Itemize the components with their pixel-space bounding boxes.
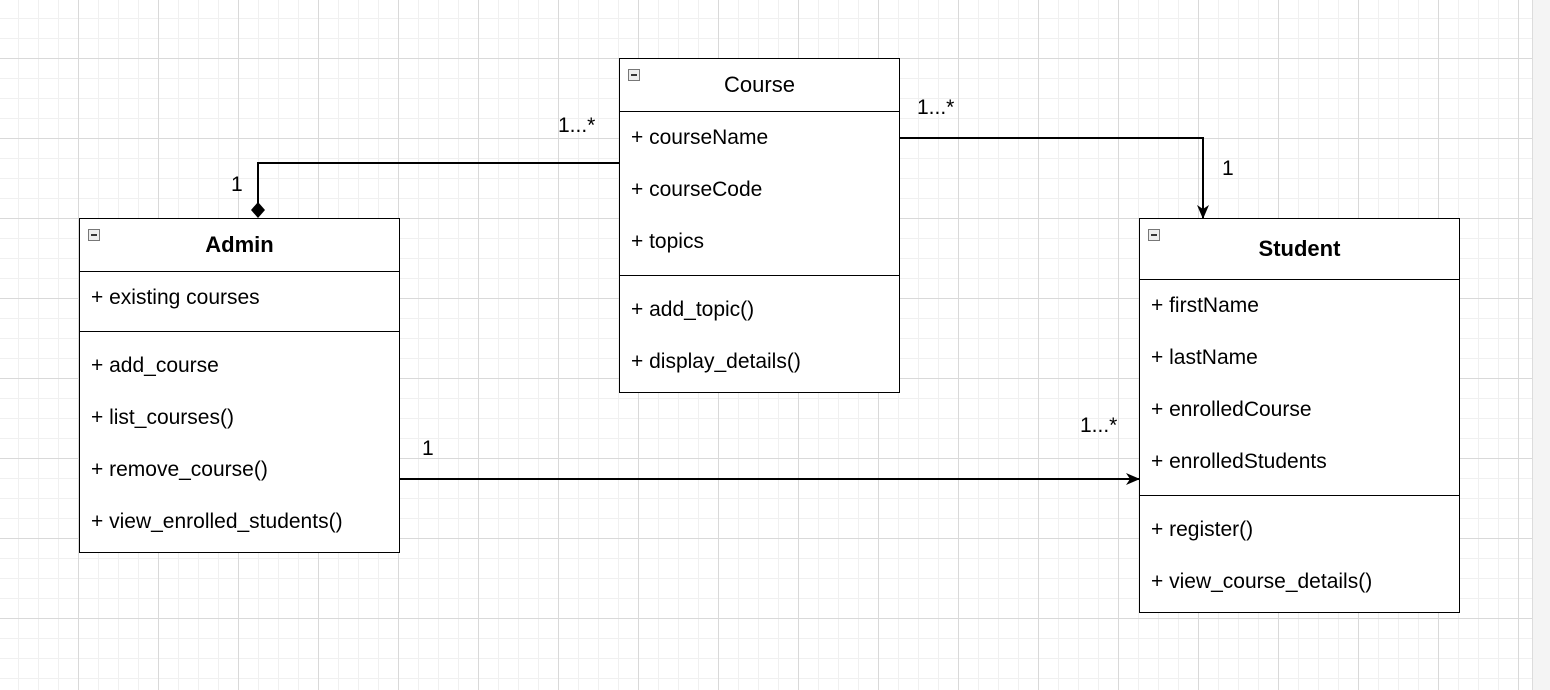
student-method[interactable]: + register() xyxy=(1151,518,1254,541)
course-class-header[interactable]: Course xyxy=(620,59,899,112)
student-methods: + register() + view_course_details() xyxy=(1140,496,1459,612)
admin-class-name: Admin xyxy=(205,232,274,257)
student-class[interactable]: Student + firstName + lastName + enrolle… xyxy=(1139,218,1460,613)
student-attribute[interactable]: + enrolledCourse xyxy=(1151,398,1312,421)
multiplicity-label: 1 xyxy=(422,437,434,460)
course-attribute[interactable]: + topics xyxy=(631,230,704,253)
multiplicity-label: 1 xyxy=(231,173,243,196)
collapse-minus-icon[interactable] xyxy=(88,229,100,241)
student-attribute[interactable]: + enrolledStudents xyxy=(1151,450,1327,473)
student-attribute[interactable]: + firstName xyxy=(1151,294,1259,317)
admin-attributes: + existing courses xyxy=(80,272,399,332)
multiplicity-label: 1...* xyxy=(558,114,596,137)
student-attributes: + firstName + lastName + enrolledCourse … xyxy=(1140,280,1459,496)
course-attribute[interactable]: + courseName xyxy=(631,126,769,149)
course-method[interactable]: + add_topic() xyxy=(631,298,755,321)
collapse-minus-icon[interactable] xyxy=(1148,229,1160,241)
course-student-association-line[interactable] xyxy=(899,137,1209,219)
course-method[interactable]: + display_details() xyxy=(631,350,801,373)
admin-method[interactable]: + remove_course() xyxy=(91,458,268,481)
course-attributes: + courseName + courseCode + topics xyxy=(620,112,899,276)
course-methods: + add_topic() + display_details() xyxy=(620,276,899,392)
course-class[interactable]: Course + courseName + courseCode + topic… xyxy=(619,58,900,393)
canvas-scrollbar[interactable] xyxy=(1532,0,1550,690)
student-method[interactable]: + view_course_details() xyxy=(1151,570,1373,593)
multiplicity-label: 1...* xyxy=(917,96,955,119)
student-class-name: Student xyxy=(1258,236,1341,261)
admin-class-header[interactable]: Admin xyxy=(80,219,399,272)
admin-method[interactable]: + view_enrolled_students() xyxy=(91,510,343,533)
course-class-name: Course xyxy=(724,72,795,97)
admin-attribute[interactable]: + existing courses xyxy=(91,286,260,309)
student-class-header[interactable]: Student xyxy=(1140,219,1459,280)
admin-course-composition-line[interactable] xyxy=(257,162,619,204)
multiplicity-label: 1...* xyxy=(1080,414,1118,437)
multiplicity-label: 1 xyxy=(1222,157,1234,180)
composition-diamond-icon xyxy=(251,202,265,218)
admin-methods: + add_course + list_courses() + remove_c… xyxy=(80,332,399,552)
student-attribute[interactable]: + lastName xyxy=(1151,346,1258,369)
course-attribute[interactable]: + courseCode xyxy=(631,178,763,201)
admin-method[interactable]: + list_courses() xyxy=(91,406,234,429)
admin-class[interactable]: Admin + existing courses + add_course + … xyxy=(79,218,400,553)
admin-method[interactable]: + add_course xyxy=(91,354,219,377)
collapse-minus-icon[interactable] xyxy=(628,69,640,81)
